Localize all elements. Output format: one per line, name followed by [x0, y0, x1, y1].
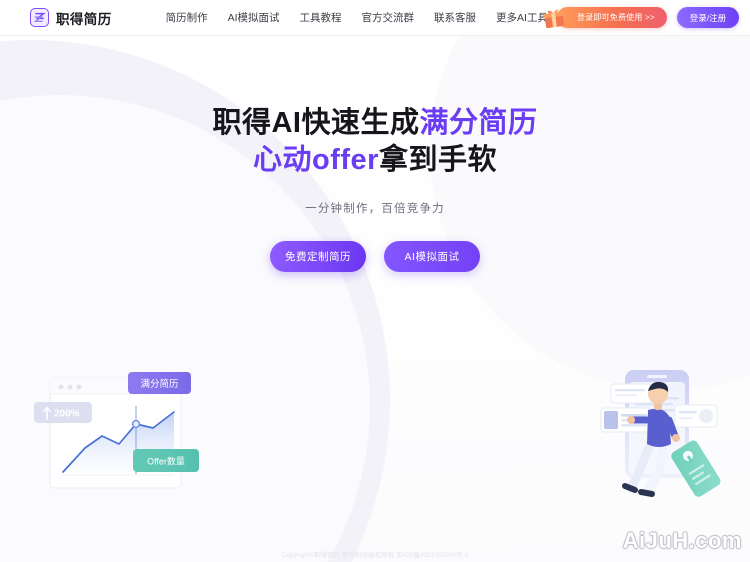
svg-text:Offer数量: Offer数量: [147, 456, 185, 467]
nav-item-ai-interview[interactable]: AI模拟面试: [228, 6, 280, 29]
hero-title-line1-dark: 职得AI快速生成: [212, 107, 420, 139]
growth-badge: 200%: [34, 402, 92, 423]
nav-item-label: AI模拟面试: [227, 12, 280, 24]
footer-copyright: Copyright©职得简历 职得科技版权所有 京ICP备2021057005号…: [281, 552, 469, 559]
hero-actions: 免费定制简历 AI模拟面试: [0, 241, 750, 273]
hero-subtitle: 一分钟制作，百倍竞争力: [305, 203, 445, 216]
svg-text:200%: 200%: [54, 409, 80, 420]
nav-item-label: 工具教程: [299, 12, 342, 24]
page-title: 职得AI快速生成满分简历 心动offer拿到手软: [0, 105, 750, 179]
login-register-button[interactable]: 登录/注册: [676, 7, 740, 28]
site-header: 职得简历 简历制作 AI模拟面试 工具教程 官方交流群 联系客服 更多AI工具: [0, 0, 750, 36]
person-figure: [622, 381, 680, 497]
hero-title-line2-accent: 心动offer: [253, 144, 379, 177]
nav-item-label: 官方交流群: [361, 12, 415, 24]
z-monogram-icon: [30, 8, 49, 27]
floating-card-top: [610, 383, 652, 404]
hanging-tag: [671, 440, 721, 497]
nav-item-tool-tutorial[interactable]: 工具教程: [300, 6, 342, 29]
growth-chart-illustration: 200% 满分简历 Offer数量: [30, 362, 245, 497]
header-actions: 登录即可免费使用 >> 登录/注册: [543, 7, 743, 28]
hero-title-line1-accent: 满分简历: [419, 107, 538, 139]
hero-title-line2-dark: 拿到手软: [378, 144, 497, 177]
nav-item-label: 简历制作: [165, 12, 208, 24]
brand-logo[interactable]: 职得简历: [30, 8, 112, 28]
nav-item-contact-support[interactable]: 联系客服: [434, 6, 476, 29]
offer-count-badge: Offer数量: [133, 449, 199, 472]
promo-banner[interactable]: 登录即可免费使用 >>: [543, 7, 667, 28]
resume-badge: 满分简历: [128, 372, 191, 394]
promo-button[interactable]: 登录即可免费使用 >>: [556, 7, 667, 28]
free-resume-button[interactable]: 免费定制简历: [270, 241, 366, 273]
floating-card-right: [674, 404, 718, 428]
brand-name: 职得简历: [56, 11, 112, 27]
person-with-phone-illustration: [589, 358, 734, 498]
nav-item-label: 更多AI工具: [496, 12, 548, 24]
svg-text:满分简历: 满分简历: [140, 378, 178, 390]
gift-icon: [543, 9, 565, 28]
nav-item-official-group[interactable]: 官方交流群: [362, 6, 415, 29]
nav-item-resume-builder[interactable]: 简历制作: [166, 6, 208, 29]
hero-section: 职得AI快速生成满分简历 心动offer拿到手软 一分钟制作，百倍竞争力 免费定…: [0, 36, 750, 273]
ai-interview-button[interactable]: AI模拟面试: [384, 241, 480, 273]
hero-title-line2: 心动offer拿到手软: [253, 144, 497, 176]
hero-title-line1: 职得AI快速生成满分简历: [212, 107, 537, 139]
nav-item-label: 联系客服: [434, 12, 477, 24]
main-nav: 简历制作 AI模拟面试 工具教程 官方交流群 联系客服 更多AI工具: [166, 6, 557, 29]
